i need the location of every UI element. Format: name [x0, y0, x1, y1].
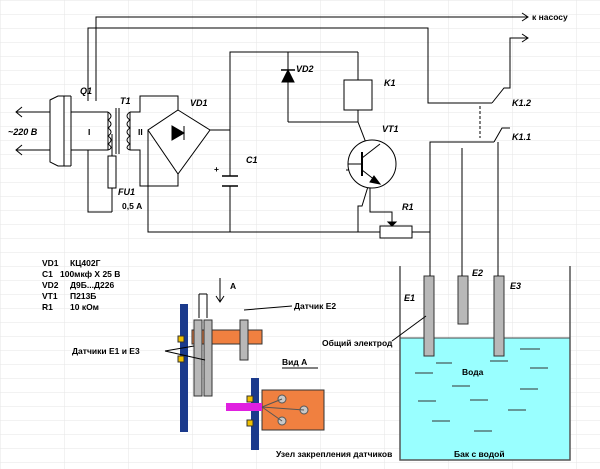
pump-arrow-lower: [521, 33, 529, 43]
view-a-bar: [251, 378, 259, 450]
label-vd1: VD1: [190, 98, 208, 108]
mount-caption: Узел закрепления датчиков: [276, 449, 392, 459]
label-view-arrow-a: A: [230, 281, 236, 291]
tank-caption: Бак с водой: [454, 449, 505, 459]
diode-vd2: [281, 68, 295, 83]
label-k1: K1: [384, 78, 396, 88]
view-a-clamp: [246, 419, 254, 427]
component-value: 10 кОм: [70, 302, 99, 312]
mount-clamp: [177, 335, 185, 343]
electrode-e1: [423, 275, 435, 357]
label-t1-primary: I: [88, 127, 90, 137]
electrode-e2: [457, 275, 469, 325]
circuit-wiring: [15, 12, 529, 276]
component-value: П213Б: [70, 291, 96, 301]
label-e1: E1: [404, 293, 415, 303]
view-a-pin: [226, 403, 262, 411]
water-tank: Вода E1 E2 E3 Общий электрод Бак с водой: [322, 266, 571, 461]
component-ref: R1: [42, 302, 53, 312]
water-fill: [400, 338, 570, 460]
bridge-rectifier-vd1: [147, 109, 211, 175]
label-fu1: FU1: [118, 187, 135, 197]
sensor-rod-e3: [203, 319, 213, 397]
transistor-vt1: [347, 139, 397, 189]
label-sensor-e2: Датчик E2: [294, 301, 336, 311]
pump-wire-lower: [87, 27, 492, 104]
common-electrode-leader: [391, 315, 427, 342]
sensor-rod-e2: [239, 319, 249, 361]
water-label: Вода: [462, 367, 484, 377]
mount-bar: [180, 304, 188, 432]
label-k11: K1.1: [512, 132, 531, 142]
component-value: 100мкф Х 25 В: [60, 269, 120, 279]
tank-walls: [399, 266, 571, 461]
electrode-e3: [493, 275, 505, 357]
k12-contact: [491, 37, 528, 104]
water-ripples: [415, 348, 548, 432]
label-r1: R1: [402, 202, 414, 212]
pump-arrow-top: [521, 12, 529, 22]
component-value: КЦ402Г: [70, 258, 101, 268]
resistor-r1: [379, 221, 413, 239]
label-c1: C1: [246, 155, 258, 165]
component-ref: VD1: [42, 258, 59, 268]
component-ref: VT1: [42, 291, 58, 301]
label-t1: T1: [120, 96, 131, 106]
label-view-a: Вид А: [282, 357, 307, 367]
component-value: Д9Б...Д226: [70, 280, 114, 290]
label-e2: E2: [472, 268, 483, 278]
common-electrode-label: Общий электрод: [322, 338, 393, 348]
transformer-t1: [107, 108, 131, 154]
label-t1-secondary: II: [138, 127, 143, 137]
label-mains: ~220 В: [8, 127, 38, 137]
component-ref: C1: [42, 269, 53, 279]
label-to-pump: к насосу: [532, 12, 568, 22]
view-a-clamp: [246, 395, 254, 403]
label-vt1: VT1: [382, 124, 399, 134]
label-sensors-e1-e3: Датчики E1 и E3: [72, 346, 140, 356]
component-ref: VD2: [42, 280, 59, 290]
mount-clamp: [177, 355, 185, 363]
component-list: VD1 КЦ402Г C1 100мкф Х 25 В VD2 Д9Б...Д2…: [42, 258, 120, 312]
label-e3: E3: [510, 281, 521, 291]
view-a-block: [261, 389, 325, 431]
label-q1: Q1: [80, 86, 92, 96]
view-a-detail: Узел закрепления датчиков: [226, 378, 392, 459]
fuse-fu1: [107, 155, 117, 189]
label-k12: K1.2: [512, 98, 531, 108]
capacitor-c1: [222, 175, 238, 187]
switch-q1: [49, 95, 72, 167]
label-vd2: VD2: [296, 64, 314, 74]
capacitor-plus: +: [214, 164, 219, 174]
pump-wire-top: [95, 16, 528, 101]
sensor-mount: A Датчик E2 Датчики E1 и E3 Вид А: [72, 278, 336, 432]
label-fuse-rating: 0,5 А: [122, 201, 142, 211]
relay-coil-k1: [343, 79, 373, 111]
